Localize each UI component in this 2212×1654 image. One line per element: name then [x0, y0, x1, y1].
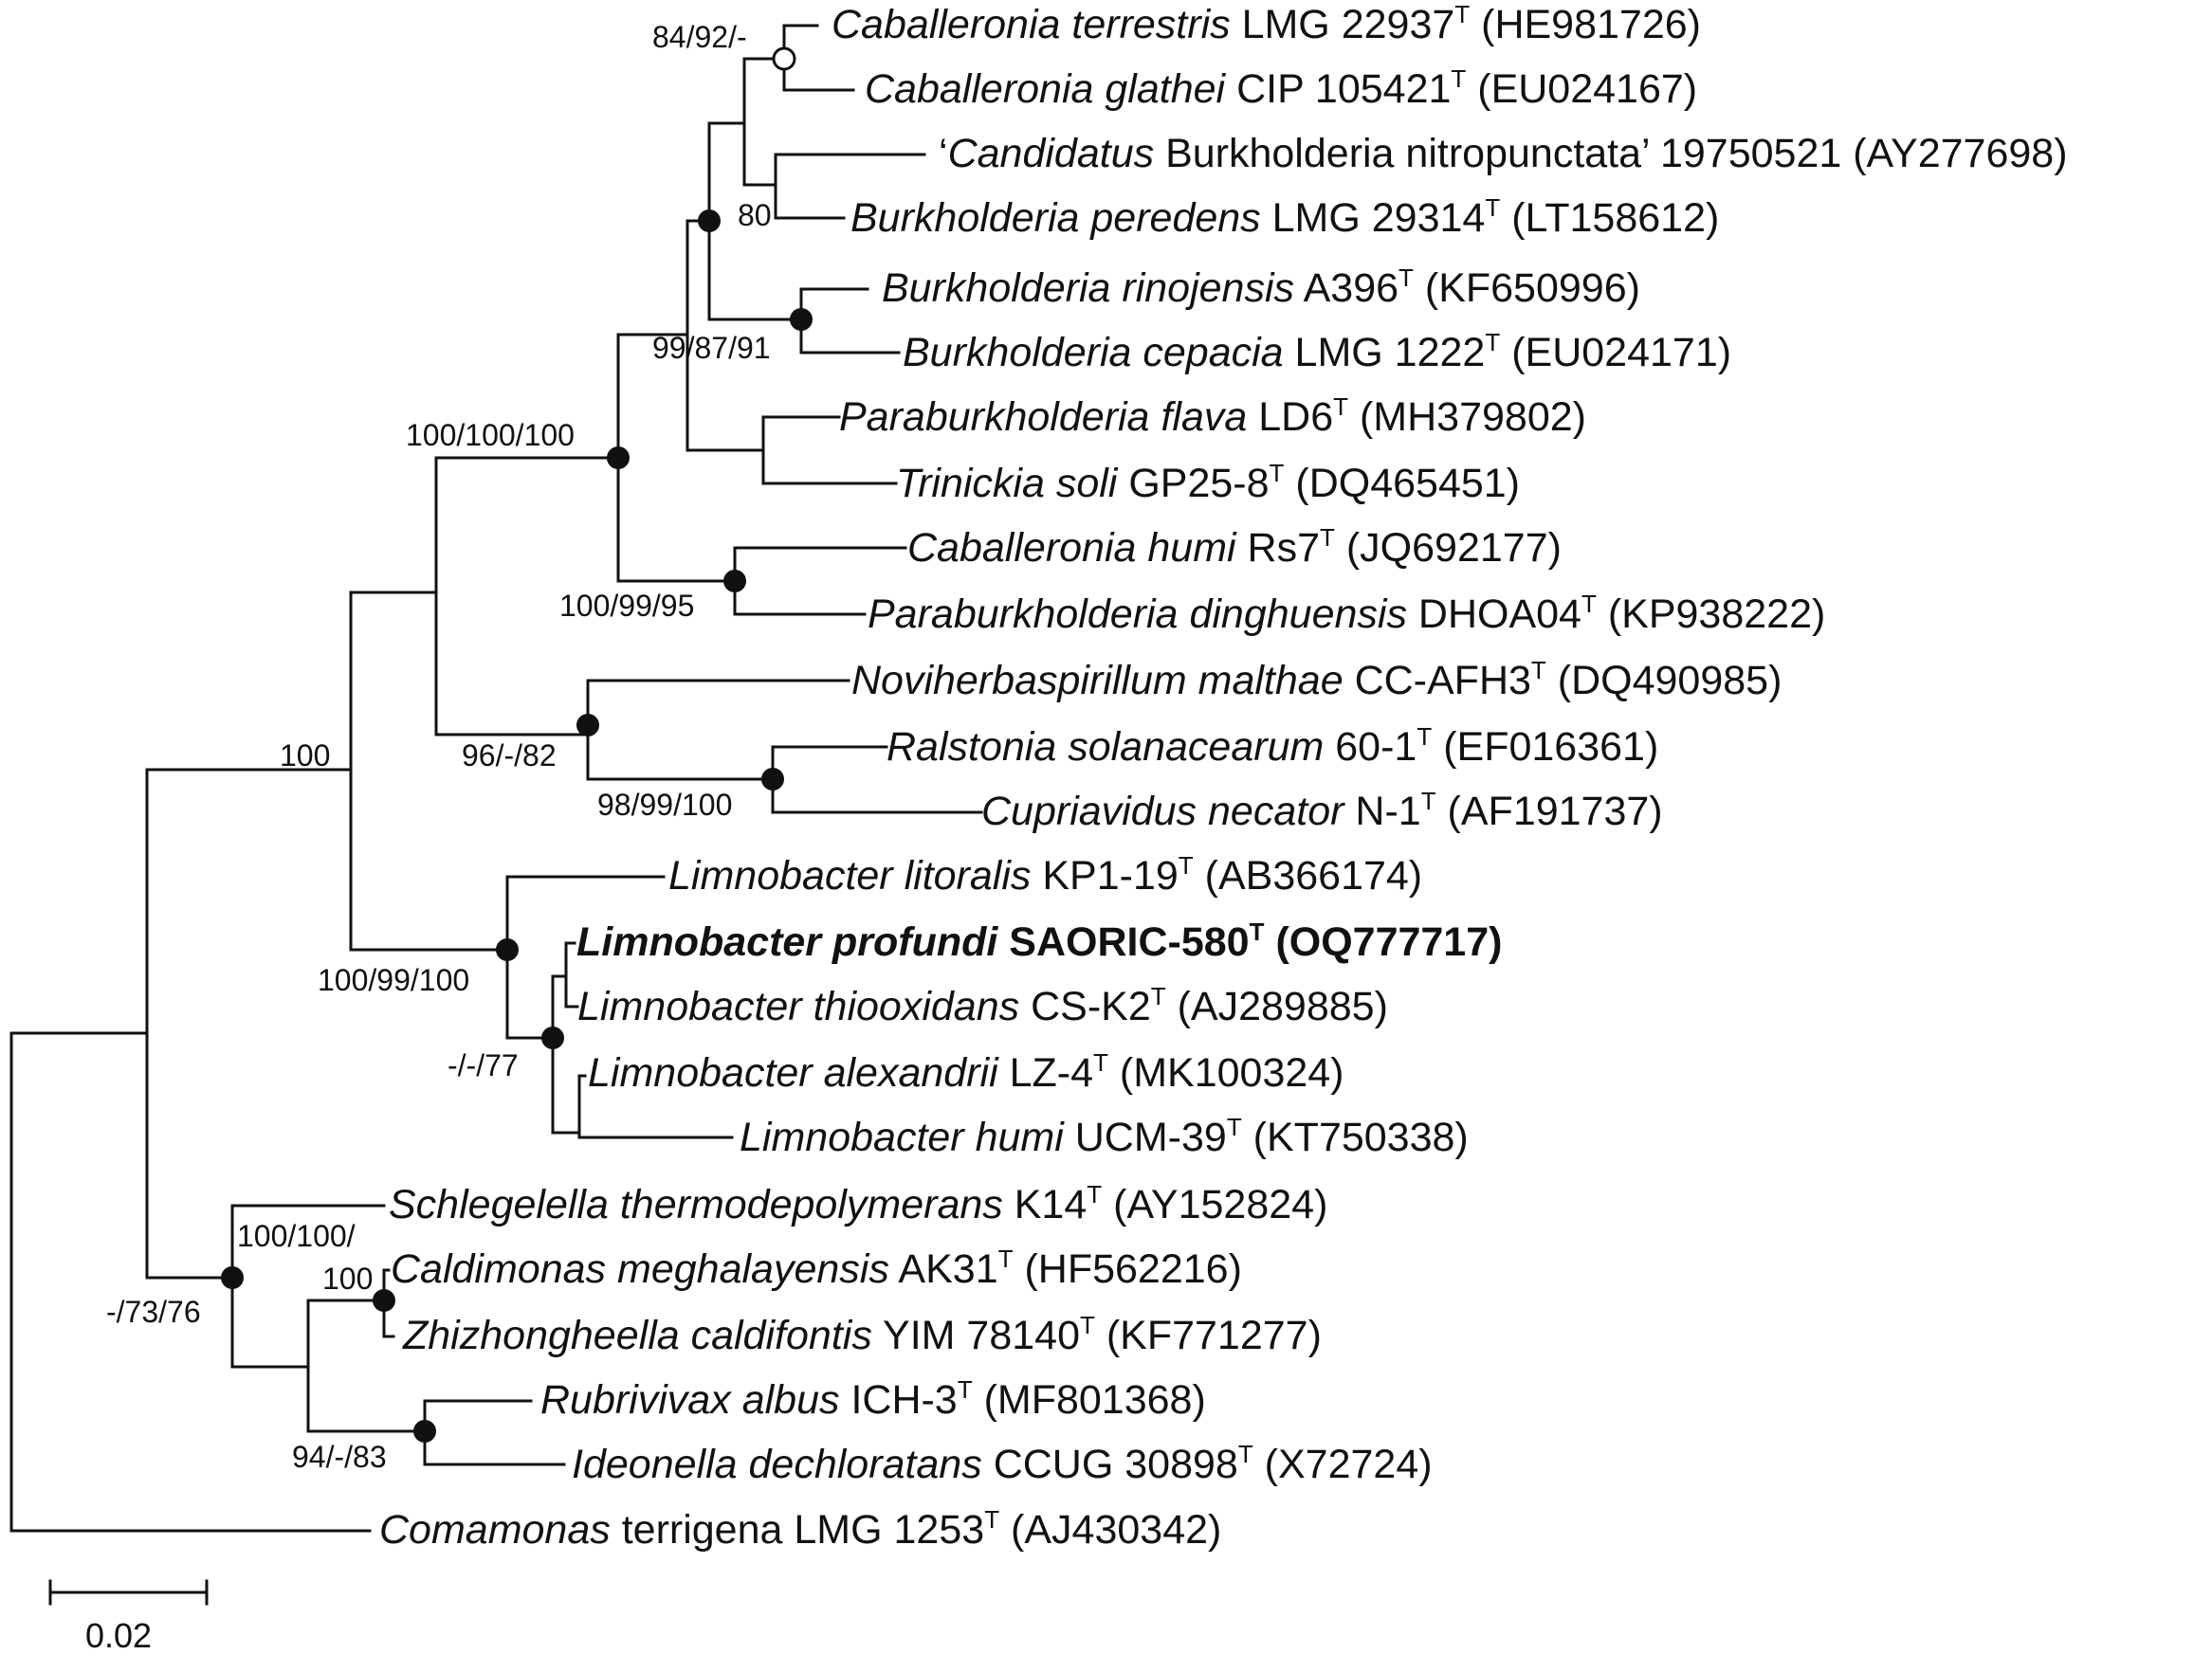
node-filled-circle	[221, 1266, 244, 1289]
node-filled-circle	[761, 768, 784, 791]
leaf-label-ideonella: Ideonella dechloratans CCUG 30898T (X727…	[572, 1440, 1433, 1487]
leaf-label-glathei: Caballeronia glathei CIP 105421T (EU0241…	[865, 64, 1697, 112]
node-filled-circle	[607, 446, 630, 469]
leaf-label-caldimonas: Caldimonas meghalayensis AK31T (HF562216…	[391, 1245, 1242, 1292]
support-limnobacter-inner: -/-/77	[448, 1048, 519, 1082]
leaf-label-ralstonia: Ralstonia solanacearum 60-1T (EF016361)	[887, 722, 1658, 770]
leaf-label-flava: Paraburkholderia flava LD6T (MH379802)	[839, 392, 1586, 440]
node-filled-circle	[576, 714, 599, 736]
node-filled-circle	[373, 1289, 395, 1312]
support-ralstonia-group: 96/-/82	[462, 738, 557, 772]
leaf-label-thiooxidans: Limnobacter thiooxidans CS-K2T (AJ289885…	[577, 982, 1388, 1029]
support-caldimonas-line1: 100/100/	[237, 1219, 356, 1253]
support-caldimonas-line2: 100	[322, 1262, 373, 1296]
support-outgroup-clade: -/73/76	[106, 1295, 201, 1329]
leaf-labels: Caballeronia terrestris LMG 22937T (HE98…	[379, 0, 2068, 1553]
leaf-label-comamonas: Comamonas terrigena LMG 1253T (AJ430342)	[379, 1505, 1221, 1553]
leaf-label-dinghuensis: Paraburkholderia dinghuensis DHOA04T (KP…	[868, 590, 1825, 637]
node-filled-circle	[413, 1420, 436, 1443]
node-filled-circle	[723, 570, 746, 592]
scale-bar-line	[48, 1579, 209, 1606]
leaf-label-cupriavidus: Cupriavidus necator N-1T (AF191737)	[981, 787, 1663, 834]
leaf-label-humi-caballeronia: Caballeronia humi Rs7T (JQ692177)	[907, 523, 1562, 571]
node-filled-circle	[496, 938, 519, 961]
leaf-label-litoralis: Limnobacter litoralis KP1-19T (AB366174)	[668, 851, 1422, 899]
leaf-label-candidatus: ‘Candidatus Burkholderia nitropunctata’ …	[939, 131, 2068, 176]
support-burk-clade: 99/87/91	[652, 331, 771, 365]
node-open-circle	[772, 46, 796, 71]
support-limnobacter-clade: 100/99/100	[318, 963, 469, 997]
support-rubrivivax-ideonella: 94/-/83	[292, 1440, 387, 1474]
node-filled-circle	[698, 209, 721, 232]
support-ralstonia-cupriavidus: 98/99/100	[597, 788, 732, 822]
scale-bar: 0.02	[48, 1579, 209, 1654]
support-burk-major: 100/100/100	[406, 418, 575, 452]
scale-bar-label: 0.02	[85, 1616, 152, 1654]
leaf-label-profundi: Limnobacter profundi SAORIC-580T (OQ7777…	[576, 918, 1502, 965]
support-burk-inner: 80	[738, 198, 772, 232]
leaf-label-schlegelella: Schlegelella thermodepolymerans K14T (AY…	[389, 1180, 1327, 1227]
leaf-label-humi-limnobacter: Limnobacter humi UCM-39T (KT750338)	[740, 1113, 1469, 1160]
node-markers	[221, 46, 813, 1443]
support-values: 84/92/- 80 99/87/91 100/100/100 100/99/9…	[106, 20, 772, 1474]
support-humi-dinghuensis: 100/99/95	[559, 589, 694, 623]
node-filled-circle	[790, 308, 813, 331]
leaf-label-peredens: Burkholderia peredens LMG 29314T (LT1586…	[850, 193, 1719, 241]
leaf-label-cepacia: Burkholderia cepacia LMG 1222T (EU024171…	[903, 328, 1731, 375]
leaf-label-alexandrii: Limnobacter alexandrii LZ-4T (MK100324)	[588, 1048, 1344, 1096]
support-caballeronia-pair: 84/92/-	[652, 20, 747, 54]
node-filled-circle	[541, 1027, 564, 1049]
leaf-label-zhizhongheella: Zhizhongheella caldifontis YIM 78140T (K…	[402, 1311, 1322, 1358]
leaf-label-terrestris: Caballeronia terrestris LMG 22937T (HE98…	[832, 0, 1701, 47]
support-burk-ralstonia: 100	[280, 738, 330, 772]
leaf-label-rinojensis: Burkholderia rinojensis A396T (KF650996)	[882, 264, 1640, 311]
leaf-label-trinickia: Trinickia soli GP25-8T (DQ465451)	[896, 459, 1520, 506]
leaf-label-malthae: Noviherbaspirillum malthae CC-AFH3T (DQ4…	[851, 656, 1782, 703]
leaf-label-rubrivivax: Rubrivivax albus ICH-3T (MF801368)	[540, 1375, 1206, 1423]
